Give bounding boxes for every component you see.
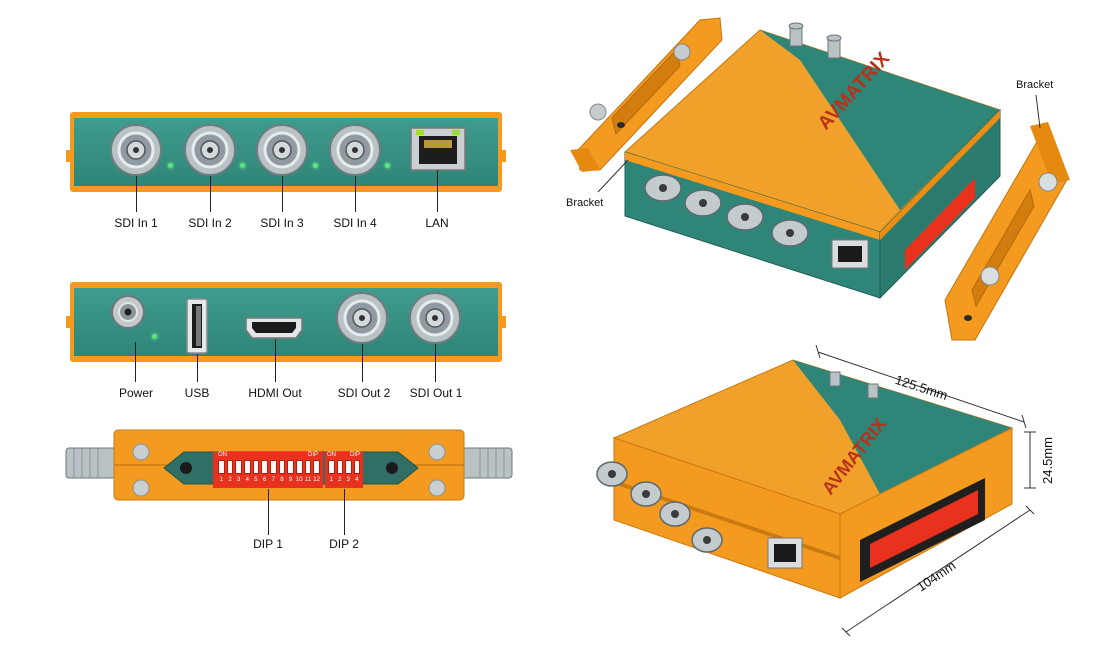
dip-switch-number: 10 [295,477,303,483]
dip-switch-number: 3 [346,477,350,483]
dip-switch-lever[interactable] [235,460,243,474]
hdmi-port [245,317,303,339]
dip-switch-number: 7 [271,477,275,483]
dip-switch-lever[interactable] [252,460,260,474]
dip-2-on-text: ON [327,452,336,458]
dip-switch-lever[interactable] [304,460,312,474]
dip-switch-number: 4 [245,477,249,483]
dip-switch-lever[interactable] [278,460,286,474]
dip-switch-number: 2 [338,477,342,483]
dip-1-label: DIP 1 [253,537,283,551]
dip-switch-number: 3 [236,477,241,483]
dip-switch-lever[interactable] [261,460,269,474]
dip-switch-lever[interactable] [244,460,251,474]
usb-port [186,298,208,354]
dip-switch-lever[interactable] [270,460,277,474]
dip-1-on-text: ON [218,452,227,458]
dip-switch-number: 5 [254,477,258,483]
bracket-right-label: Bracket [1016,79,1054,91]
dip-switch-lever[interactable] [336,460,343,474]
dip-switch-lever[interactable] [287,460,295,474]
dimension-height-label: 24.5mm [1040,437,1055,484]
sdi-in-2-label: SDI In 2 [188,216,232,230]
status-led [313,163,318,168]
power-led [152,334,157,339]
dip-2-switch-bank[interactable] [328,460,360,474]
dip-switch-number: 11 [304,477,312,483]
lan-port [410,127,466,171]
dip-switch-number: 9 [288,477,293,483]
dip-switch-lever[interactable] [296,460,303,474]
sdi-out-2-label: SDI Out 2 [337,386,391,400]
dip-switch-number: 12 [313,477,320,483]
dip-switch-number: 4 [355,477,359,483]
status-led [385,163,390,168]
dip-switch-lever[interactable] [353,460,360,474]
sdi-out-1-label: SDI Out 1 [409,386,463,400]
status-led [168,163,173,168]
dip-1-dip-text: DIP [308,452,319,458]
lan-label: LAN [425,216,449,230]
dip-2-label: DIP 2 [329,537,359,551]
dip-switch-number: 6 [262,477,267,483]
dip-switch-lever[interactable] [345,460,352,474]
hdmi-out-label: HDMI Out [248,386,302,400]
dip-switch-number: 1 [329,477,333,483]
dip-switch-number: 2 [228,477,232,483]
dip-2-dip-text: DIP [350,452,361,458]
dip-switch-lever[interactable] [226,460,234,474]
left-bracket [570,17,723,172]
dip-1-switch-bank[interactable] [218,460,321,474]
dip-switch-number: 1 [219,477,223,483]
dip-switch-number: 8 [280,477,284,483]
usb-label: USB [184,386,210,400]
bracket-left-label: Bracket [566,197,604,209]
power-jack [111,295,145,329]
dip-switch-lever[interactable] [313,460,321,474]
status-led [240,163,245,168]
dip-switch-lever[interactable] [328,460,335,474]
sdi-in-3-label: SDI In 3 [260,216,304,230]
sdi-in-1-label: SDI In 1 [114,216,158,230]
sdi-in-4-label: SDI In 4 [333,216,377,230]
right-bracket [944,122,1070,341]
dip-switch-lever[interactable] [218,460,225,474]
power-label: Power [118,386,154,400]
